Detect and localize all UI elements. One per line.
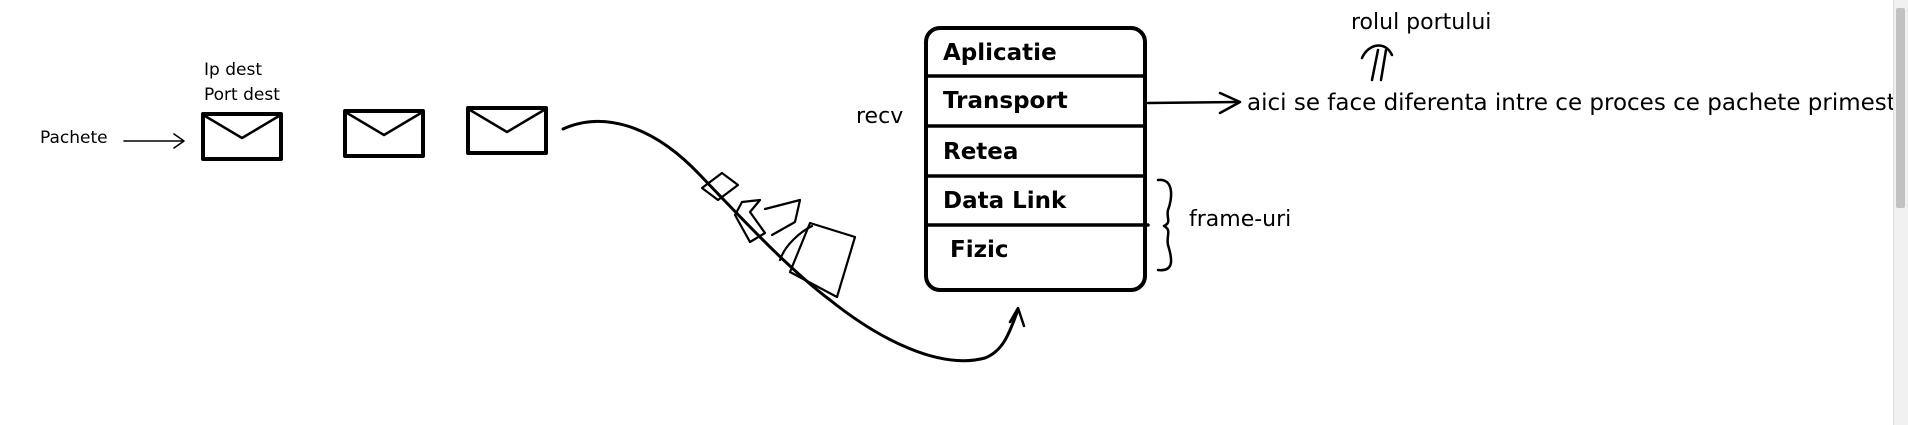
osi-stack-box <box>924 26 1147 292</box>
packet-travel-curve <box>561 119 1020 363</box>
ip-dest-label: Ip dest <box>204 60 262 80</box>
pachete-arrow <box>123 133 185 149</box>
transport-note: aici se face diferenta intre ce proces c… <box>1247 90 1908 116</box>
broken-packet-fragments <box>700 171 857 299</box>
layer-aplicatie: Aplicatie <box>943 40 1057 66</box>
envelope-icon <box>201 112 283 161</box>
port-dest-label: Port dest <box>204 85 280 105</box>
frame-uri-label: frame-uri <box>1189 207 1292 232</box>
transport-note-arrow <box>1146 91 1242 115</box>
pachete-label: Pachete <box>40 128 108 148</box>
rolul-portului-arrow <box>1360 44 1394 82</box>
layer-transport: Transport <box>943 88 1068 114</box>
scrollbar-thumb[interactable] <box>1896 8 1905 208</box>
layer-fizic: Fizic <box>950 237 1009 263</box>
layer-retea: Retea <box>943 139 1019 165</box>
frame-uri-brace <box>1156 178 1173 272</box>
recv-label: recv <box>856 104 904 129</box>
layer-data-link: Data Link <box>943 188 1067 214</box>
packet-travel-arrowhead <box>1008 306 1026 328</box>
envelope-icon <box>466 106 548 155</box>
envelope-icon <box>343 109 425 158</box>
rolul-portului-label: rolul portului <box>1351 10 1492 35</box>
